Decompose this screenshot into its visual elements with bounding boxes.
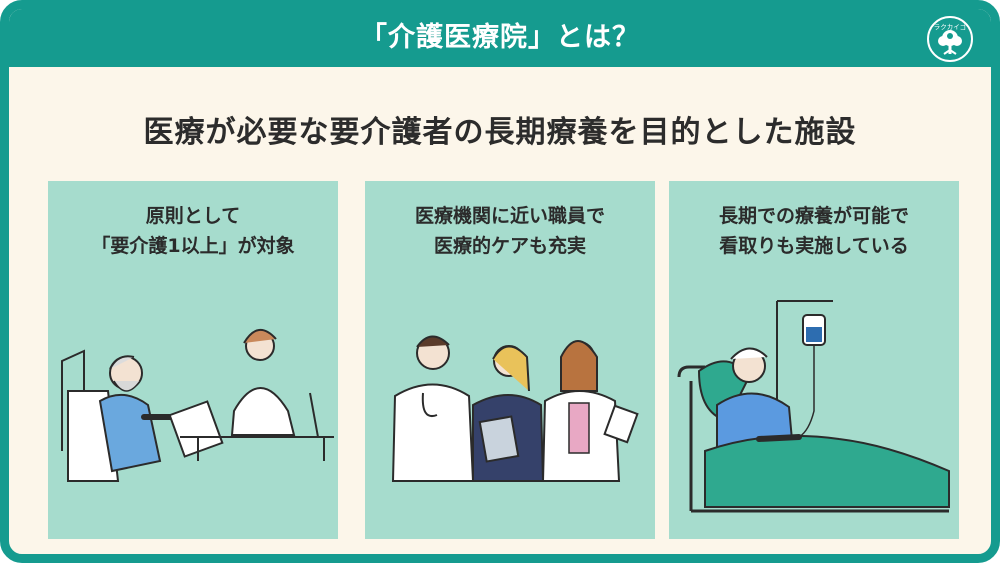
card-line-2: 看取りも実施している bbox=[719, 235, 909, 257]
card-text: 長期での療養が可能で 看取りも実施している bbox=[669, 201, 959, 261]
header-bar: 「介護医療院」とは？ ラクカイゴ bbox=[9, 9, 991, 67]
card-line-1: 医療機関に近い職員で bbox=[414, 205, 605, 227]
patient-in-bed-illustration bbox=[677, 300, 950, 513]
card-line-1: 長期での療養が可能で bbox=[718, 205, 909, 227]
card-text: 原則として 「要介護1以上」が対象 bbox=[48, 201, 338, 261]
card-line-1: 原則として bbox=[145, 205, 241, 227]
medical-staff-illustration bbox=[391, 335, 639, 482]
page-title: 「介護医療院」とは？ bbox=[360, 22, 640, 53]
subtitle-heading: 医療が必要な要介護者の長期療養を目的とした施設 bbox=[143, 115, 857, 150]
patient-and-nurse-illustration bbox=[61, 329, 334, 482]
card-line-2: 医療的ケアも充実 bbox=[433, 235, 586, 257]
logo-text: ラクカイゴ bbox=[934, 22, 967, 31]
card-text: 医療機関に近い職員で 医療的ケアも充実 bbox=[365, 201, 655, 261]
tree-logo-icon: ラクカイゴ bbox=[927, 16, 973, 62]
card-long-term-care: 長期での療養が可能で 看取りも実施している bbox=[669, 181, 959, 539]
card-medical-staff: 医療機関に近い職員で 医療的ケアも充実 bbox=[365, 181, 655, 539]
card-care-level: 原則として 「要介護1以上」が対象 bbox=[48, 181, 338, 539]
card-line-2: 「要介護1以上」が対象 bbox=[91, 235, 295, 257]
